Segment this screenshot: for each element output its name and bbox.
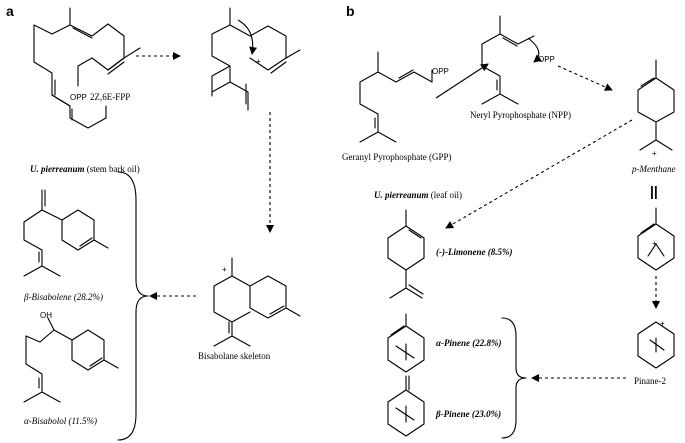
- panel-a-label: a: [6, 3, 14, 19]
- npp-opp-label: OPP: [538, 55, 555, 64]
- bisabolane-label: Bisabolane skeleton: [198, 351, 271, 361]
- gpp-opp-label: OPP: [432, 67, 449, 76]
- leaf-oil-source: U. pierreanum (leaf oil): [374, 190, 462, 200]
- arrow-npp-to-menthane: [557, 65, 613, 91]
- gpp-structure: [359, 51, 433, 143]
- products-bracket-a: [117, 171, 149, 441]
- bisabolane-structure: [213, 257, 301, 347]
- alpha-bisabolol-structure: [23, 317, 119, 403]
- pinane-plus: +: [660, 319, 665, 328]
- products-bracket-b: [501, 317, 527, 439]
- pinane-structure: [637, 321, 675, 369]
- stem-bark-species: U. pierreanum: [30, 164, 85, 174]
- alpha-pinene-structure: [387, 313, 425, 373]
- alpha-pinene-label: α-Pinene (22.8%): [436, 338, 501, 348]
- beta-pinene-structure: [387, 375, 425, 437]
- fpp-opp-label: OPP: [70, 93, 87, 102]
- menthane-plus: +: [652, 149, 657, 158]
- limonene-label: (-)-Limonene (8.5%): [436, 247, 512, 257]
- pinane-label: Pinane-2: [634, 376, 666, 386]
- cation-plus: +: [256, 57, 261, 66]
- bisabolol-oh-label: OH: [40, 311, 52, 320]
- beta-pinene-label: β-Pinene (23.0%): [435, 409, 501, 419]
- leaf-oil-species: U. pierreanum: [374, 190, 429, 200]
- stem-bark-source: U. pierreanum (stem bark oil): [30, 164, 140, 174]
- bisabolane-plus: +: [222, 265, 227, 274]
- p-menthane-structure: [637, 59, 675, 151]
- panel-b-label: b: [346, 3, 355, 19]
- arrow-menthane-to-limonene: [445, 119, 633, 229]
- limonene-structure: [387, 209, 425, 299]
- arrow-gpp-to-npp: [435, 63, 489, 99]
- bicyclic-plus: +: [652, 239, 657, 248]
- alpha-bisabolol-label: α-Bisabolol (11.5%): [24, 416, 97, 426]
- npp-label: Neryl Pyrophosphate (NPP): [470, 110, 571, 120]
- leaf-oil-tissue: (leaf oil): [429, 190, 462, 200]
- fpp-name-label: 2Z,6E-FPP: [90, 92, 130, 102]
- beta-bisabolene-structure: [23, 189, 109, 277]
- stem-bark-tissue: (stem bark oil): [85, 164, 140, 174]
- npp-structure: [481, 15, 542, 105]
- gpp-label: Geranyl Pyrophosphate (GPP): [342, 152, 452, 162]
- p-menthane-label: p-Menthane: [631, 164, 675, 174]
- beta-bisabolene-label: β-Bisabolene (28.2%): [23, 292, 103, 302]
- bicyclic-cation-structure: [637, 207, 675, 271]
- fpp-structure: [33, 7, 141, 129]
- cation-structure: [211, 7, 301, 111]
- resonance-equals: ||: [650, 183, 658, 199]
